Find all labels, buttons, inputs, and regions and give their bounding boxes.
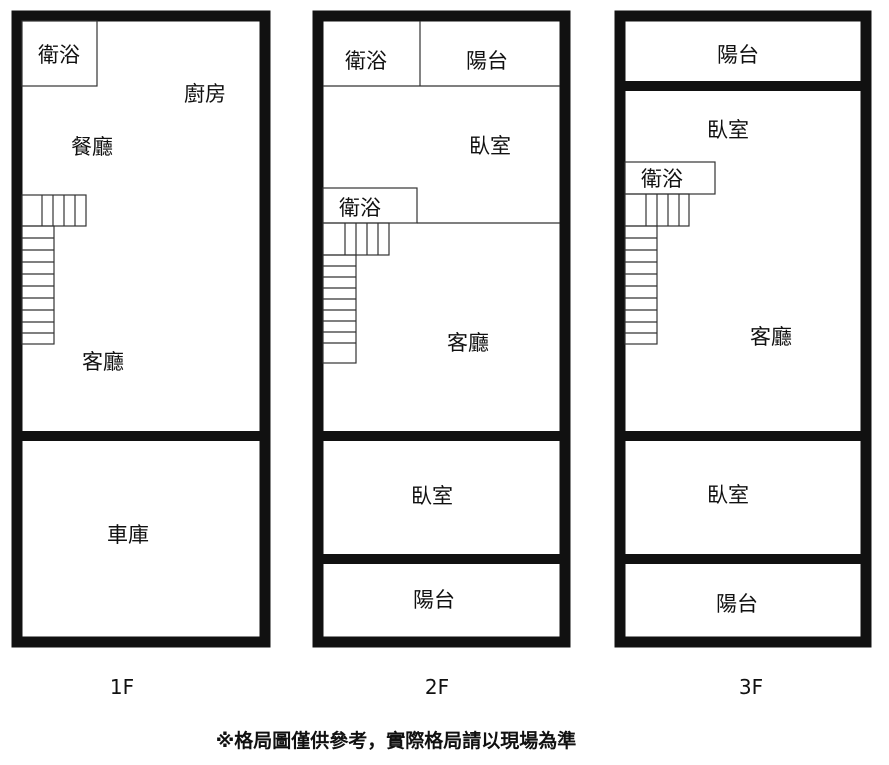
- floor-label: 3F: [739, 675, 763, 699]
- room-label: 陽台: [413, 588, 455, 612]
- floor-3f: 陽台 臥室 衛浴 客廳 臥室 陽台 3F: [614, 10, 872, 699]
- room-label: 餐廳: [71, 135, 113, 159]
- room-label: 衛浴: [345, 49, 387, 73]
- floor-2f-outer-wall: [312, 10, 571, 648]
- room-label: 衛浴: [339, 196, 381, 220]
- room-label: 客廳: [750, 325, 792, 349]
- room-label: 陽台: [466, 49, 508, 73]
- floor-3f-stairs: [624, 193, 690, 345]
- room-label: 臥室: [469, 134, 511, 158]
- floor-label: 1F: [110, 675, 134, 699]
- disclaimer-note: ※格局圖僅供參考，實際格局請以現場為準: [216, 729, 576, 752]
- floor-1f: 衛浴 廚房 餐廳 客廳 車庫 1F: [11, 10, 271, 699]
- room-label: 車庫: [107, 523, 149, 547]
- room-label: 臥室: [707, 118, 749, 142]
- room-label: 臥室: [707, 483, 749, 507]
- room-label: 衛浴: [38, 43, 80, 67]
- room-label: 客廳: [447, 331, 489, 355]
- floor-1f-stairs: [21, 194, 87, 345]
- floor-1f-outer-wall: [11, 10, 271, 648]
- floor-label: 2F: [425, 675, 449, 699]
- room-label: 臥室: [411, 484, 453, 508]
- floor-2f: 衛浴 陽台 臥室 衛浴 客廳 臥室 陽台 2F: [312, 10, 571, 699]
- room-label: 衛浴: [641, 167, 683, 191]
- room-label: 客廳: [82, 350, 124, 374]
- room-label: 廚房: [184, 82, 226, 106]
- floor-2f-stairs: [322, 222, 390, 364]
- room-label: 陽台: [716, 592, 758, 616]
- floor-3f-outer-wall: [614, 10, 872, 648]
- room-label: 陽台: [717, 43, 759, 67]
- floor-1f-bath-box: [21, 20, 98, 87]
